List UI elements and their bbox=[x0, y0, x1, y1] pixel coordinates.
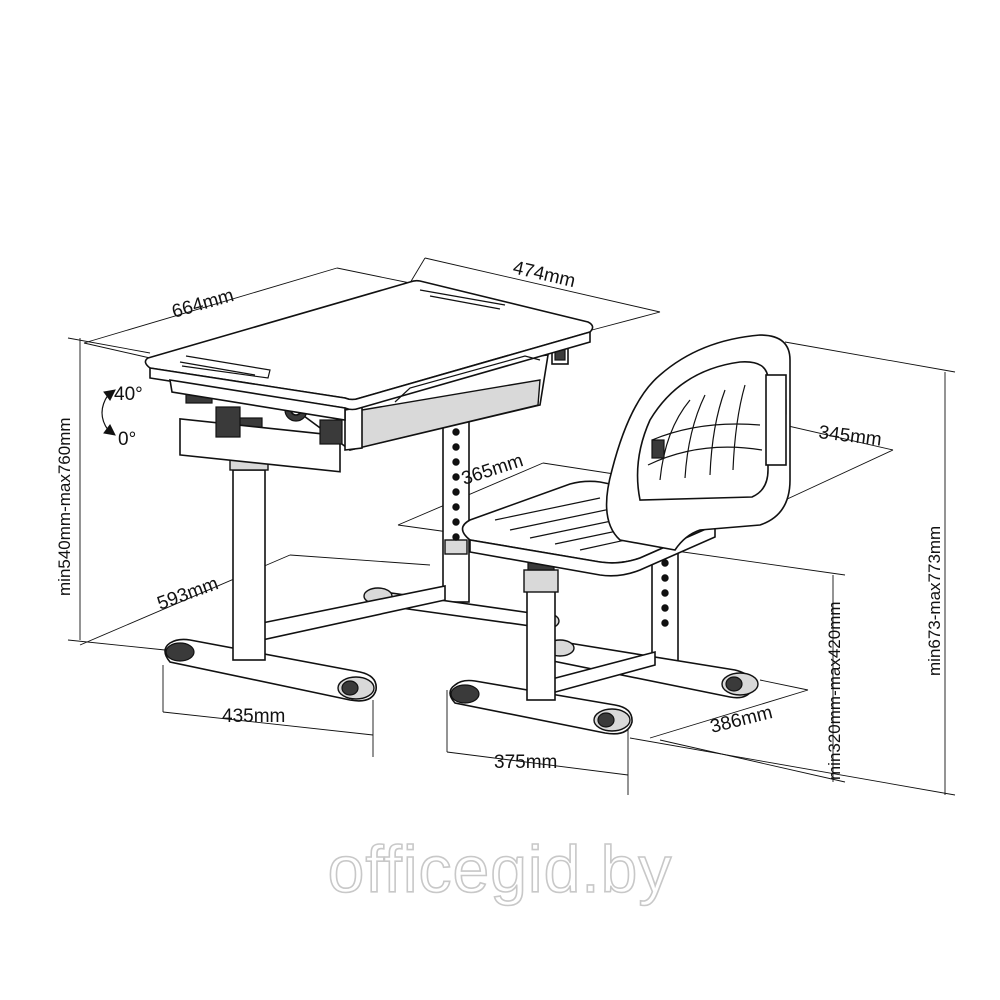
desk-height-label: min540mm-max760mm bbox=[55, 417, 74, 596]
desk-crossbar bbox=[261, 585, 446, 641]
adjustment-hole bbox=[452, 533, 460, 541]
chair-back-foot bbox=[542, 639, 759, 699]
chair-front-post bbox=[523, 547, 559, 701]
tilt-min-label: 0° bbox=[118, 429, 136, 450]
adjustment-hole bbox=[452, 518, 460, 526]
dimension-lines bbox=[67, 257, 956, 796]
desk-base-label: 593mm bbox=[155, 573, 222, 614]
desk-foot-label: 435mm bbox=[222, 706, 285, 727]
tilt-indicator: 40° 0° bbox=[101, 384, 143, 450]
chair-height-label: min673-max773mm bbox=[925, 526, 944, 676]
adjustment-hole bbox=[452, 473, 460, 481]
chair-backrest bbox=[605, 334, 791, 551]
adjustment-hole bbox=[452, 428, 460, 436]
chair bbox=[449, 334, 791, 735]
adjustment-hole bbox=[452, 503, 460, 511]
adjustment-hole bbox=[452, 443, 460, 451]
chair-front-foot bbox=[449, 679, 633, 735]
adjustment-hole bbox=[452, 488, 460, 496]
desk-depth-label: 474mm bbox=[511, 257, 577, 292]
adjustment-hole bbox=[452, 458, 460, 466]
watermark: officegid.by bbox=[328, 832, 673, 906]
backrest-width-label: 345mm bbox=[817, 422, 882, 451]
desk-width-label: 664mm bbox=[170, 285, 237, 323]
adjustment-hole bbox=[661, 619, 669, 627]
desk-back-leg-holes bbox=[452, 428, 460, 541]
chair-foot-label: 375mm bbox=[494, 752, 557, 773]
seat-height-label: min320mm-max420mm bbox=[825, 601, 844, 780]
desk-top bbox=[144, 279, 594, 421]
desk-front-foot bbox=[164, 638, 377, 702]
adjustment-hole bbox=[661, 604, 669, 612]
adjustment-hole bbox=[661, 574, 669, 582]
adjustment-hole bbox=[661, 589, 669, 597]
chair-base-label: 386mm bbox=[708, 702, 775, 738]
desk bbox=[144, 279, 594, 702]
tilt-max-label: 40° bbox=[114, 384, 143, 405]
